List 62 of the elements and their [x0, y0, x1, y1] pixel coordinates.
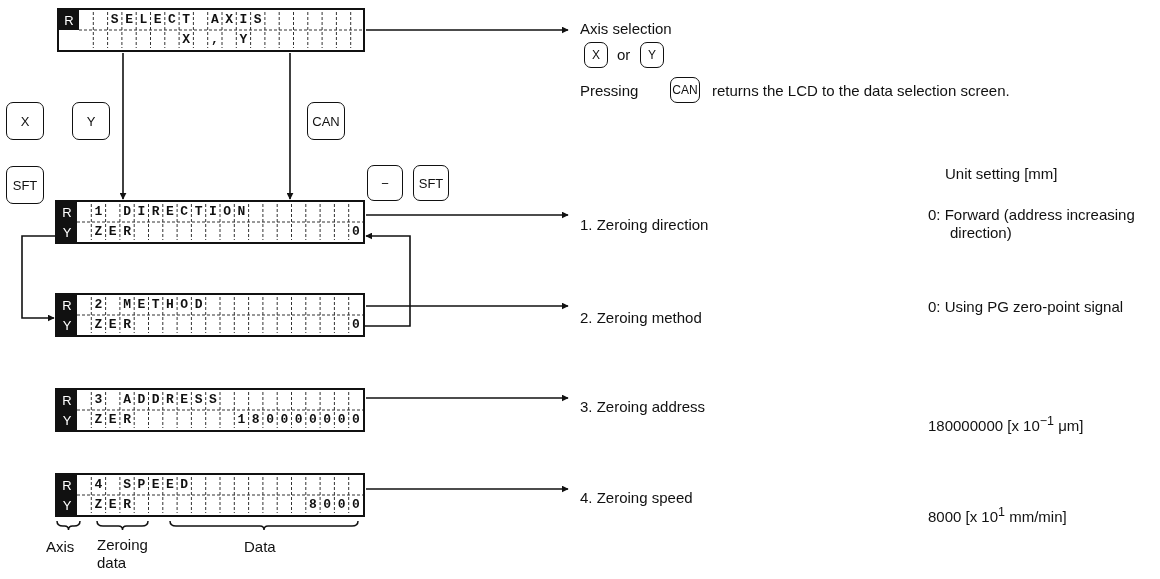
step-label: Axis selection	[580, 20, 672, 38]
note-text: 180000000 [x 10$^{−1}$ μm]	[928, 413, 1084, 435]
indicator-cell: R	[57, 475, 77, 495]
step-label: 3. Zeroing address	[580, 398, 706, 416]
lcd-text: ZER	[94, 411, 138, 429]
lcd-text: 0	[351, 316, 367, 334]
key-symbol: SFT	[413, 165, 449, 201]
step-label: 4. Zeroing speed	[580, 489, 693, 507]
lcd-text: 8000	[309, 496, 367, 514]
lcd-text: 0	[351, 223, 367, 241]
lcd-text: 4 SPEED	[94, 476, 195, 494]
indicator-cell: Y	[57, 222, 77, 242]
lcd-text: ZER	[94, 316, 138, 334]
note-text: Axis	[46, 538, 75, 556]
arrow	[119, 52, 127, 200]
lcd-text: 3 ADDRESS	[94, 391, 224, 409]
key-symbol: CAN	[307, 102, 345, 140]
indicator-cell: Y	[57, 410, 77, 430]
lcd-screen	[55, 293, 365, 337]
indicator-cell: R	[57, 390, 77, 410]
lcd-text: 180000000	[237, 411, 367, 429]
lcd-text: SELECT AXIS	[110, 11, 269, 29]
lcd-text: X , Y	[182, 31, 254, 49]
key-symbol: Y	[640, 42, 664, 68]
arrow	[21, 235, 56, 322]
indicator-cell: R	[59, 10, 79, 30]
key-symbol: −	[367, 165, 403, 201]
lcd-screen	[55, 200, 365, 244]
note-text: 8000 [x 10$^{1}$ mm/min]	[928, 504, 1067, 526]
key-symbol: Y	[72, 102, 110, 140]
lcd-screen	[57, 8, 365, 52]
arrow	[365, 394, 569, 402]
note-text: 0: Forward (address increasing direction)	[928, 206, 1136, 242]
lcd-text: ZER	[94, 223, 138, 241]
step-label: 1. Zeroing direction	[580, 216, 709, 234]
step-label: 2. Zeroing method	[580, 309, 702, 327]
lcd-text: ZER	[94, 496, 138, 514]
note-text: Pressing	[580, 82, 639, 100]
note-text: Data	[244, 538, 276, 556]
arrow	[365, 26, 569, 34]
note-text: returns the LCD to the data selection screen.	[712, 82, 1010, 100]
arrow	[364, 232, 411, 327]
key-symbol: X	[584, 42, 608, 68]
arrow	[365, 211, 569, 219]
note-text: 0: Using PG zero-point signal	[928, 298, 1125, 316]
indicator-cell: R	[57, 202, 77, 222]
note-text: or	[617, 46, 631, 64]
indicator-cell: Y	[57, 315, 77, 335]
lcd-text: 1 DIRECTION	[94, 203, 252, 221]
key-symbol: SFT	[6, 166, 44, 204]
key-symbol: CAN	[670, 77, 700, 103]
lcd-screen	[55, 473, 365, 517]
indicator-cell: Y	[57, 495, 77, 515]
note-text: Unit setting [mm]	[945, 165, 1058, 183]
arrow	[365, 485, 569, 493]
key-symbol: X	[6, 102, 44, 140]
indicator-cell: R	[57, 295, 77, 315]
lcd-text: 2 METHOD	[94, 296, 209, 314]
lcd-screen	[55, 388, 365, 432]
note-text: Zeroing data	[97, 536, 149, 572]
arrow	[365, 302, 569, 310]
arrow	[286, 52, 294, 200]
